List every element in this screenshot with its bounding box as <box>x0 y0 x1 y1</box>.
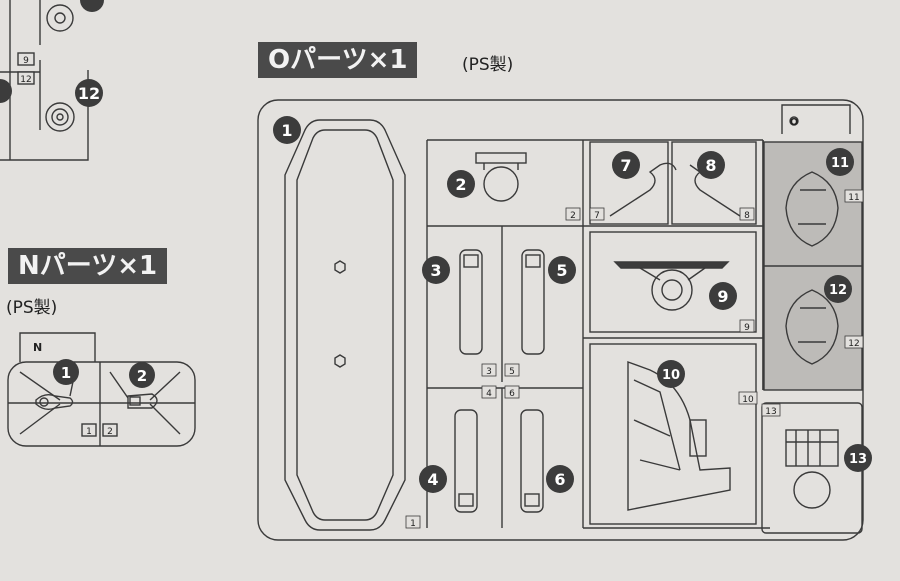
o-part-4-bar <box>454 409 478 513</box>
partial-tag-9: 9 <box>23 56 29 66</box>
o-gate-label: O <box>790 117 799 128</box>
o-part-3-marker <box>422 256 450 284</box>
o-part-9-shape <box>589 231 757 333</box>
o-tags: 1 2 3 4 5 6 7 8 9 10 11 12 13 <box>405 189 864 529</box>
o-part-5-bar <box>521 249 545 355</box>
n-part-1-figure <box>35 393 74 411</box>
partial-marker-top <box>80 0 104 12</box>
o-tag-2: 2 <box>570 211 576 221</box>
o-tag-10: 10 <box>742 395 754 405</box>
o-tag-7: 7 <box>594 211 600 221</box>
o-part-2-marker <box>447 170 475 198</box>
o-tag-5: 5 <box>509 367 515 377</box>
o-part-12-lens <box>785 289 839 365</box>
partial-runner-sheet: 12 9 12 <box>0 0 104 161</box>
o-part-10-number: 10 <box>662 368 680 383</box>
o-part-6-marker <box>546 465 574 493</box>
o-part-4-marker <box>419 465 447 493</box>
partial-part-number: 12 <box>78 84 100 103</box>
o-sheet-material: (PS製) <box>462 55 514 75</box>
o-part-13-marker <box>844 444 872 472</box>
o-tag-4: 4 <box>486 389 492 399</box>
o-part-1-plate <box>284 119 406 531</box>
o-part-13-shape <box>785 429 839 509</box>
o-part-6-bar <box>520 409 544 513</box>
o-part-11-marker <box>826 148 854 176</box>
o-part-11-number: 11 <box>831 156 849 171</box>
o-sheet-title: Oパーツ×1 <box>258 42 418 78</box>
o-tag-3: 3 <box>486 367 492 377</box>
partial-tag-12: 12 <box>20 75 31 85</box>
o-part-12-number: 12 <box>829 283 847 298</box>
o-part-11-lens <box>785 171 839 247</box>
o-part-10-shape <box>589 343 757 525</box>
partial-marker-12 <box>75 79 103 107</box>
n-part-1-number: 1 <box>61 364 71 382</box>
n-part-2-figure <box>127 393 158 409</box>
partial-marker-left <box>0 79 12 103</box>
o-tag-12: 12 <box>848 339 859 349</box>
o-part-10-marker <box>657 360 685 388</box>
o-tag-1: 1 <box>410 519 416 529</box>
n-tag-1: 1 <box>86 427 92 437</box>
o-part-3-bar <box>459 249 483 355</box>
n-sheet-title: Nパーツ×1 <box>8 248 168 284</box>
o-part-2-shape <box>475 152 527 202</box>
o-part-2-number: 2 <box>455 175 466 194</box>
n-sheet-material: (PS製) <box>6 298 58 318</box>
n-gate-label: N <box>33 341 42 354</box>
n-tag-2: 2 <box>107 427 113 437</box>
o-tag-11: 11 <box>848 193 859 203</box>
n-part-1-marker <box>53 359 79 385</box>
o-part-6-number: 6 <box>554 470 565 489</box>
o-tag-9: 9 <box>744 323 750 333</box>
o-tag-8: 8 <box>744 211 750 221</box>
o-part-5-marker <box>548 256 576 284</box>
o-part-13-number: 13 <box>849 452 867 467</box>
o-part-3-number: 3 <box>430 261 441 280</box>
o-part-9-number: 9 <box>717 287 728 306</box>
o-part-1-marker <box>273 116 301 144</box>
o-tag-6: 6 <box>509 389 515 399</box>
o-part-7-marker <box>612 151 640 179</box>
o-tag-13: 13 <box>765 407 776 417</box>
o-part-8-marker <box>697 151 725 179</box>
o-part-1-number: 1 <box>281 121 292 140</box>
o-runner-sheet: 1 2 3 4 5 6 7 8 9 10 11 12 13 <box>257 99 872 541</box>
o-part-12-marker <box>824 275 852 303</box>
o-markers: 1 2 3 4 5 6 7 8 9 10 11 12 13 <box>273 116 872 493</box>
n-runner-sheet: N 1 2 1 2 <box>7 332 196 447</box>
o-part-8-number: 8 <box>705 156 716 175</box>
partial-part-12-shape <box>45 102 75 132</box>
o-part-5-number: 5 <box>556 261 567 280</box>
o-part-7-number: 7 <box>620 156 631 175</box>
o-part-9-marker <box>709 282 737 310</box>
o-part-4-number: 4 <box>427 470 438 489</box>
n-part-2-number: 2 <box>137 367 147 385</box>
n-part-2-marker <box>129 362 155 388</box>
